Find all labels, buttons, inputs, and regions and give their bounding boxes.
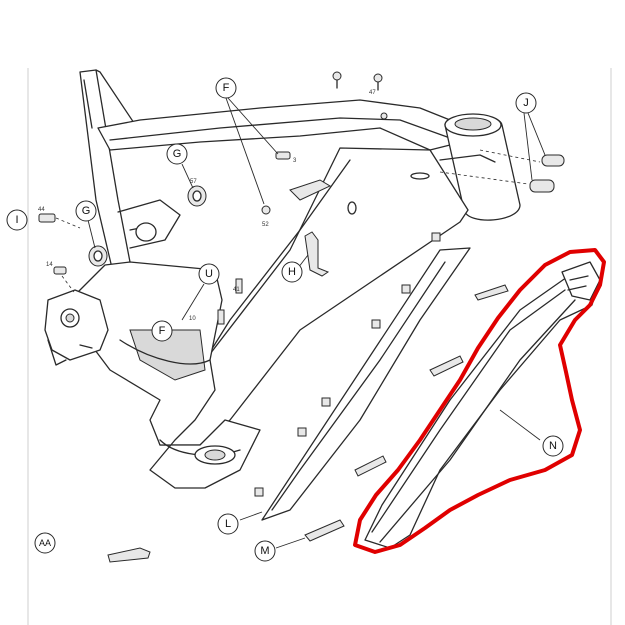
dash-spring bbox=[61, 275, 75, 293]
leader-g2 bbox=[87, 219, 96, 249]
callout-h-label: H bbox=[288, 266, 296, 278]
callout-f-upper-label: F bbox=[223, 82, 230, 94]
leader-u bbox=[181, 283, 205, 321]
cover-clip-1 bbox=[474, 284, 509, 301]
head-tube-seam bbox=[439, 154, 496, 163]
callout-f-lower: F bbox=[151, 320, 173, 342]
bolt-10 bbox=[217, 309, 225, 325]
head-tube-bore bbox=[454, 117, 492, 131]
callout-l-label: L bbox=[225, 518, 231, 530]
callout-u: U bbox=[198, 263, 220, 285]
callout-m: M bbox=[254, 540, 276, 562]
cover-bolt-3 bbox=[371, 319, 381, 329]
motor-housing bbox=[69, 261, 261, 489]
cover-bolt-1 bbox=[431, 232, 441, 242]
bike-frame bbox=[44, 69, 521, 489]
callout-g-upper-label: G bbox=[173, 148, 182, 160]
callout-f-lower-label: F bbox=[159, 325, 166, 337]
bracket-h bbox=[304, 231, 330, 277]
leader-g1 bbox=[181, 163, 194, 189]
callout-m-label: M bbox=[260, 545, 269, 557]
leader-n bbox=[499, 409, 541, 441]
pivot-boss bbox=[135, 222, 157, 242]
callout-aa: AA bbox=[34, 532, 56, 554]
part-number-14: 14 bbox=[46, 262, 53, 268]
top-tube-edge bbox=[109, 117, 451, 141]
battery-latch-detail bbox=[567, 275, 589, 291]
callout-n: N bbox=[542, 435, 564, 457]
hardware-parts: 47 3 52 57 44 14 41 10 bbox=[38, 71, 565, 542]
callout-j: J bbox=[515, 92, 537, 114]
down-tube-cover-l bbox=[254, 232, 509, 521]
cover-bolt-5 bbox=[297, 427, 307, 437]
dropout-hanger bbox=[47, 339, 93, 366]
bracket-h-upper bbox=[289, 179, 332, 201]
cover-bolt-2 bbox=[401, 284, 411, 294]
leader-j-b bbox=[523, 112, 533, 181]
washer-top bbox=[380, 112, 388, 120]
cover-strip-edge bbox=[271, 261, 446, 511]
callout-i: I bbox=[6, 209, 28, 231]
cover-bolts bbox=[254, 232, 441, 497]
seat-tube-inner bbox=[83, 69, 141, 133]
leader-f1-b bbox=[225, 97, 265, 205]
cover-bolt-6 bbox=[254, 487, 264, 497]
leader-m bbox=[275, 537, 306, 549]
part-aa-fragment bbox=[107, 547, 151, 563]
part-i-clip bbox=[38, 213, 56, 223]
part-number-52: 52 bbox=[262, 222, 269, 228]
dash-i-part bbox=[55, 217, 81, 229]
clip-m bbox=[304, 519, 345, 542]
callout-j-label: J bbox=[523, 97, 529, 109]
part-number-10: 10 bbox=[189, 316, 196, 322]
bolt-41 bbox=[235, 278, 243, 294]
down-tube-end-bore bbox=[204, 449, 226, 461]
callout-g-lower: G bbox=[75, 200, 97, 222]
callout-g-upper: G bbox=[166, 143, 188, 165]
bolt-top-left bbox=[332, 71, 342, 81]
motor-shade bbox=[129, 329, 206, 381]
cover-clip-2 bbox=[429, 355, 464, 377]
callout-aa-label: AA bbox=[39, 538, 51, 548]
cover-clip-3 bbox=[354, 455, 387, 477]
spring-14 bbox=[53, 266, 67, 275]
dash-grommet-upper bbox=[479, 149, 541, 163]
grommet-j-upper bbox=[541, 154, 565, 167]
bolt-top-right bbox=[373, 73, 383, 83]
pin-part bbox=[275, 151, 291, 160]
leader-f1-a bbox=[227, 97, 279, 155]
down-tube-port bbox=[347, 201, 357, 215]
callout-h: H bbox=[281, 261, 303, 283]
callouts: F J G I G H U F bbox=[6, 77, 564, 562]
part-number-47: 47 bbox=[369, 90, 376, 96]
bushing-g-upper-bore bbox=[192, 190, 202, 202]
battery-cover-inner bbox=[371, 289, 576, 543]
battery-cover-n bbox=[364, 261, 601, 549]
battery-cover-latch bbox=[561, 261, 601, 301]
cover-bolt-4 bbox=[321, 397, 331, 407]
callout-g-lower-label: G bbox=[82, 205, 91, 217]
leader-j-a bbox=[527, 112, 546, 156]
callout-u-label: U bbox=[205, 268, 213, 280]
leader-l bbox=[239, 511, 263, 521]
part-number-3: 3 bbox=[293, 158, 297, 164]
part-number-44: 44 bbox=[38, 207, 45, 213]
dropout-hole-inner bbox=[65, 313, 75, 323]
grommet-j-lower bbox=[529, 179, 555, 193]
bushing-g-lower-bore bbox=[93, 250, 103, 262]
leader-lines bbox=[55, 97, 546, 549]
cover-clips bbox=[354, 284, 509, 477]
dash-grommet-lower bbox=[439, 171, 529, 185]
cable-port bbox=[410, 172, 430, 180]
red-highlight-outline bbox=[353, 248, 606, 554]
callout-i-label: I bbox=[15, 214, 18, 226]
callout-f-upper: F bbox=[215, 77, 237, 99]
part-number-41: 41 bbox=[233, 287, 240, 293]
callout-l: L bbox=[217, 513, 239, 535]
screw-52 bbox=[261, 205, 271, 215]
cover-strip bbox=[261, 247, 471, 521]
callout-n-label: N bbox=[549, 440, 557, 452]
part-number-57: 57 bbox=[190, 179, 197, 185]
